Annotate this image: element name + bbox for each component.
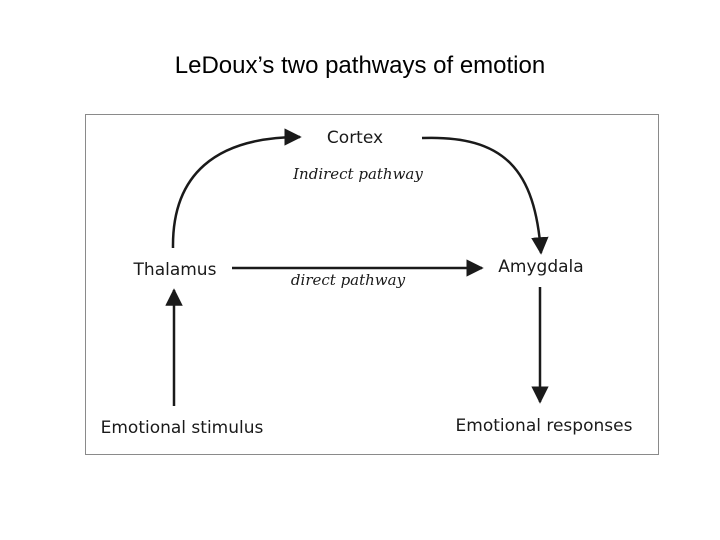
node-thalamus: Thalamus [133, 260, 217, 280]
node-emotional-responses: Emotional responses [456, 416, 633, 436]
label-direct-pathway: direct pathway [291, 271, 406, 289]
diagram-frame [85, 114, 659, 455]
slide-title: LeDoux’s two pathways of emotion [174, 52, 546, 79]
node-amygdala: Amygdala [498, 257, 583, 277]
arrow-cortex-to-amygdala [421, 136, 549, 255]
node-cortex: Cortex [327, 128, 383, 148]
label-indirect-pathway: Indirect pathway [292, 165, 423, 183]
arrow-thalamus-to-cortex [171, 128, 302, 249]
node-emotional-stimulus: Emotional stimulus [101, 418, 264, 438]
